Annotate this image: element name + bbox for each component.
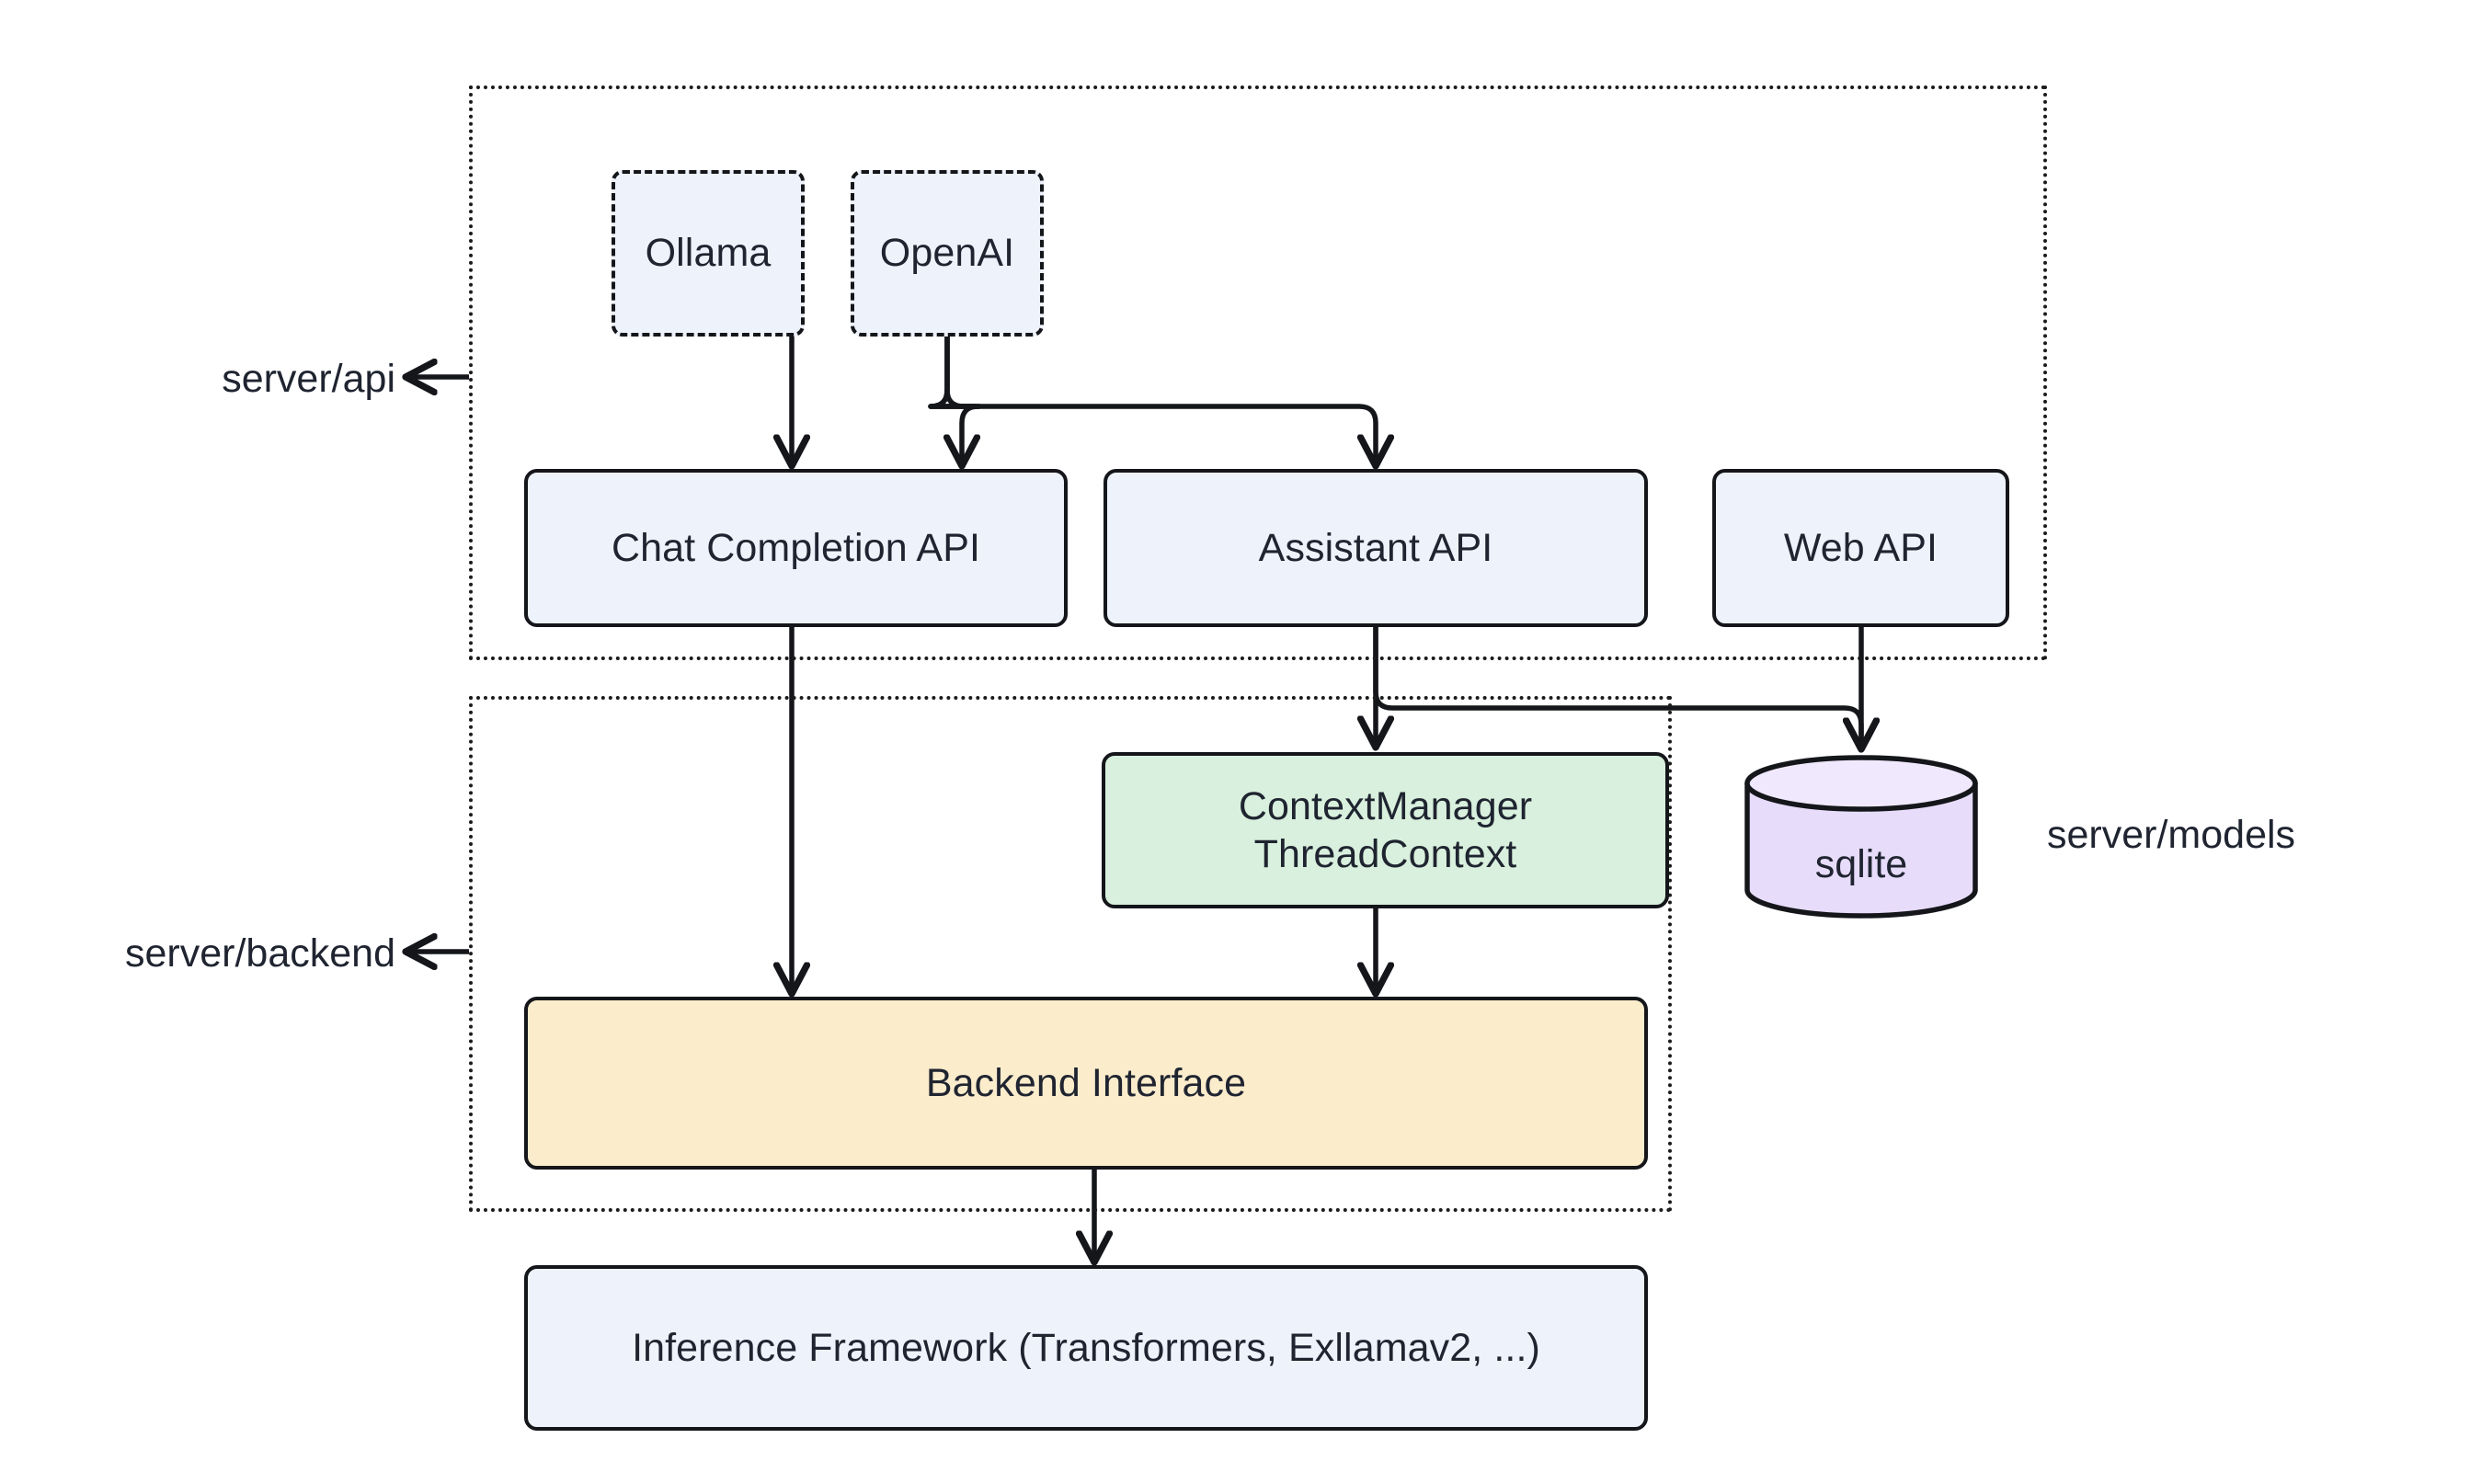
label-server-api: server/api xyxy=(0,357,395,402)
node-inference-framework[interactable]: Inference Framework (Transformers, Exlla… xyxy=(524,1265,1648,1431)
group-server-api xyxy=(469,86,2047,660)
node-openai[interactable]: OpenAI xyxy=(851,170,1044,337)
label-server-backend-text: server/backend xyxy=(125,931,395,976)
sqlite-cylinder-shape xyxy=(1744,755,1978,919)
node-chat-completion-api[interactable]: Chat Completion API xyxy=(524,469,1068,627)
node-context-manager-line2: ThreadContext xyxy=(1253,832,1517,876)
node-sqlite[interactable]: sqlite xyxy=(1744,754,1979,919)
label-server-models-text: server/models xyxy=(2047,813,2296,857)
node-web-api[interactable]: Web API xyxy=(1712,469,2009,627)
node-context-manager-line1: ContextManager xyxy=(1238,783,1533,828)
node-inference-framework-label: Inference Framework (Transformers, Exlla… xyxy=(632,1325,1540,1370)
label-server-backend: server/backend xyxy=(0,931,395,976)
node-assistant-api[interactable]: Assistant API xyxy=(1103,469,1648,627)
node-ollama-label: Ollama xyxy=(645,231,772,276)
node-web-api-label: Web API xyxy=(1783,525,1938,570)
label-server-models: server/models xyxy=(2047,813,2295,858)
node-backend-interface-label: Backend Interface xyxy=(925,1060,1247,1105)
node-ollama[interactable]: Ollama xyxy=(612,170,805,337)
node-context-manager[interactable]: ContextManager ThreadContext xyxy=(1102,752,1669,908)
label-server-api-text: server/api xyxy=(222,357,395,401)
node-backend-interface[interactable]: Backend Interface xyxy=(524,997,1648,1170)
node-chat-completion-api-label: Chat Completion API xyxy=(611,525,981,570)
group-server-backend xyxy=(469,696,1672,1212)
node-openai-label: OpenAI xyxy=(879,231,1015,276)
node-assistant-api-label: Assistant API xyxy=(1258,525,1493,570)
